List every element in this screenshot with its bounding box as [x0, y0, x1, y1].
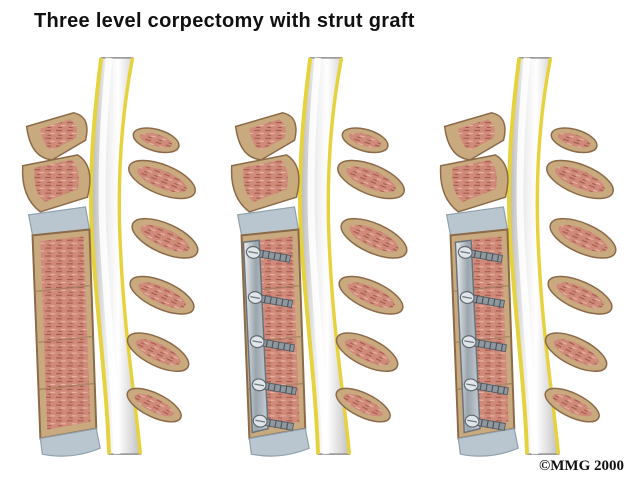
copyright: ©MMG 2000 — [539, 458, 624, 474]
panel-row — [0, 50, 640, 462]
panel-3-plate-and-screws — [430, 50, 628, 462]
figure-title: Three level corpectomy with strut graft — [34, 10, 415, 32]
panel-1-strut-graft — [12, 50, 210, 462]
panel-2-plate-and-screws — [221, 50, 419, 462]
